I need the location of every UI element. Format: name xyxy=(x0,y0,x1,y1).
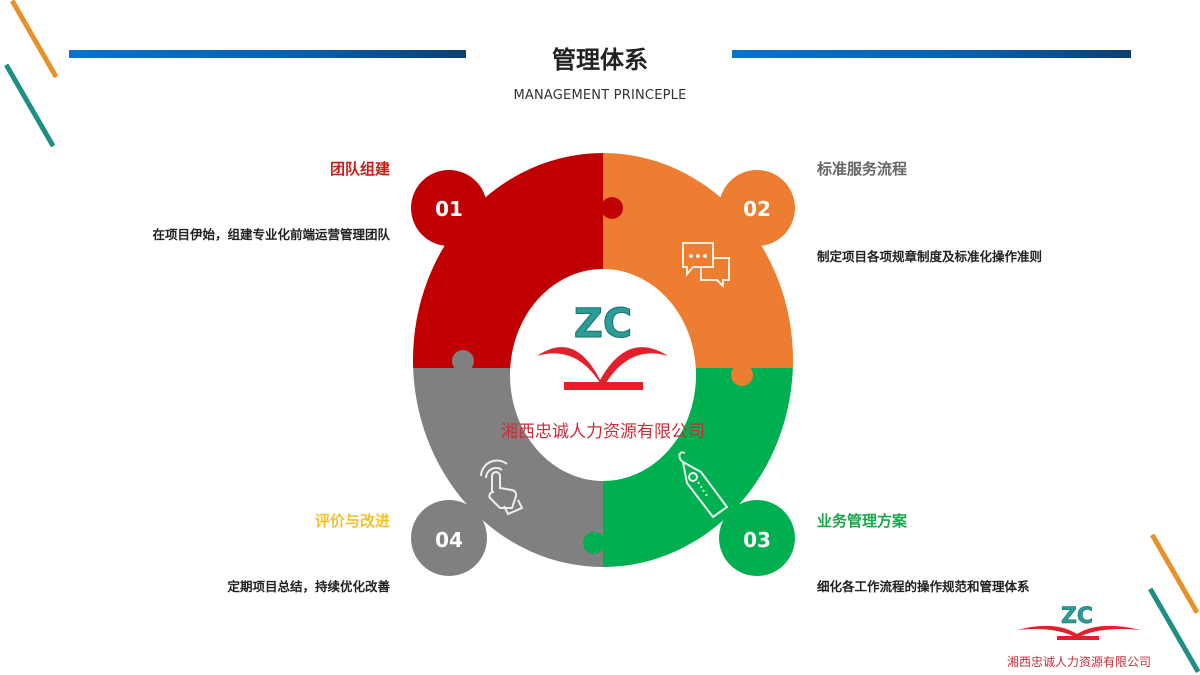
segment-number-04: 04 xyxy=(435,528,463,552)
segment-01-title: 团队组建 xyxy=(329,160,390,178)
page-subtitle: MANAGEMENT PRINCEPLE xyxy=(513,88,687,103)
segment-01-description: 在项目伊始，组建专业化前端运营管理团队 xyxy=(152,227,390,242)
center-logo-book-base xyxy=(564,382,643,390)
footer-logo-book-wings xyxy=(1017,625,1141,638)
puzzle-tab-red-into-orange xyxy=(601,197,623,219)
segment-03-title: 业务管理方案 xyxy=(817,512,908,530)
segment-04-description: 定期项目总结，持续优化改善 xyxy=(227,579,390,594)
footer-logo-book-base xyxy=(1057,636,1099,640)
page-title: 管理体系 xyxy=(552,46,648,74)
center-logo-company: 湘西忠诚人力资源有限公司 xyxy=(501,422,705,442)
footer-logo-company: 湘西忠诚人力资源有限公司 xyxy=(1007,654,1151,669)
center-logo-mark: ZC xyxy=(574,301,632,347)
footer-logo-mark: ZC xyxy=(1061,604,1093,629)
segment-number-03: 03 xyxy=(743,528,771,552)
chat-bubbles-icon xyxy=(682,242,730,289)
header-bar-left xyxy=(69,50,466,58)
header-bar-right xyxy=(732,50,1131,58)
center-logo: ZC 湘西忠诚人力资源有限公司 xyxy=(501,301,705,443)
segment-number-02: 02 xyxy=(743,197,771,221)
center-logo-book-wings xyxy=(537,347,668,388)
puzzle-tab-green-into-gray xyxy=(583,532,605,554)
puzzle-tab-orange-into-green xyxy=(731,364,753,386)
segment-02-description: 制定项目各项规章制度及标准化操作准则 xyxy=(817,249,1043,264)
footer-logo: ZC 湘西忠诚人力资源有限公司 xyxy=(1007,604,1151,669)
segment-number-01: 01 xyxy=(435,197,463,221)
segment-04-title: 评价与改进 xyxy=(314,512,390,530)
segment-02-title: 标准服务流程 xyxy=(817,160,908,178)
puzzle-tab-gray-into-red xyxy=(452,350,474,372)
segment-03-description: 细化各工作流程的操作规范和管理体系 xyxy=(817,579,1030,594)
hand-tap-icon xyxy=(480,459,524,516)
price-tag-icon xyxy=(678,451,729,519)
